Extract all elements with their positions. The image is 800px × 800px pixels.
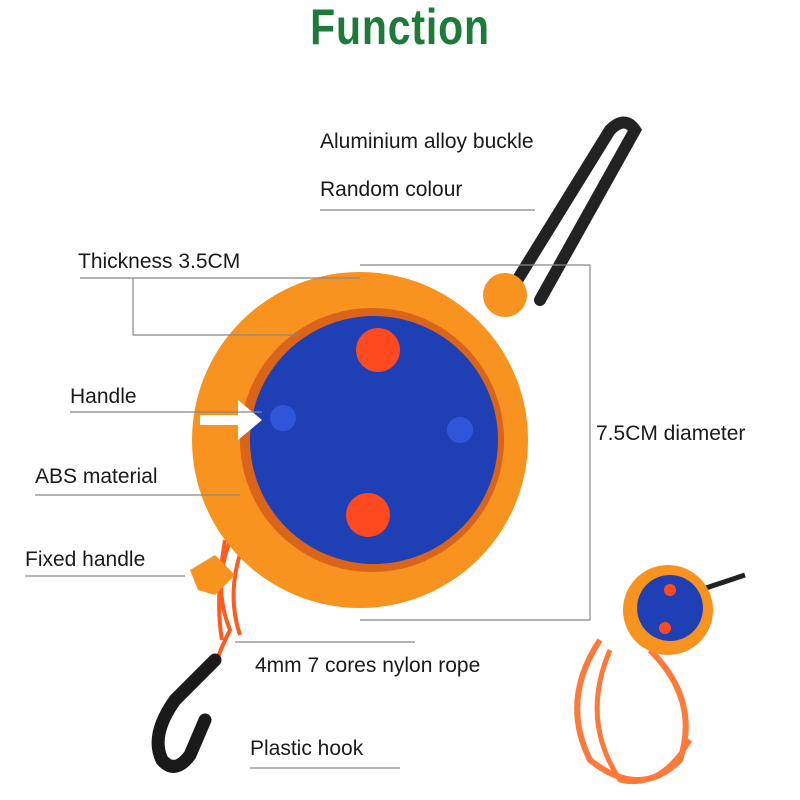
plastic-hook-icon	[151, 653, 222, 773]
handle-knob	[447, 417, 473, 443]
label-hook: Plastic hook	[250, 737, 364, 760]
label-colour: Random colour	[320, 178, 463, 201]
label-buckle: Aluminium alloy buckle	[320, 130, 534, 153]
handle-knob	[270, 405, 296, 431]
reel-blue-disc	[250, 316, 498, 564]
label-thickness: Thickness 3.5CM	[78, 250, 241, 273]
fixed-handle-icon	[190, 555, 235, 595]
rope-window-top	[356, 328, 400, 372]
page-title: Function	[310, 0, 490, 55]
carabiner-icon	[483, 116, 643, 317]
label-material: ABS material	[35, 465, 158, 488]
label-rope: 4mm 7 cores nylon rope	[255, 654, 481, 677]
arrow-icon	[200, 400, 262, 440]
leader-lines	[25, 209, 591, 769]
inset-product-photo	[574, 565, 746, 785]
label-handle: Handle	[70, 385, 137, 408]
rope-window-bottom	[346, 493, 390, 537]
label-fixed-handle: Fixed handle	[25, 548, 146, 571]
label-diameter: 7.5CM diameter	[596, 422, 746, 445]
